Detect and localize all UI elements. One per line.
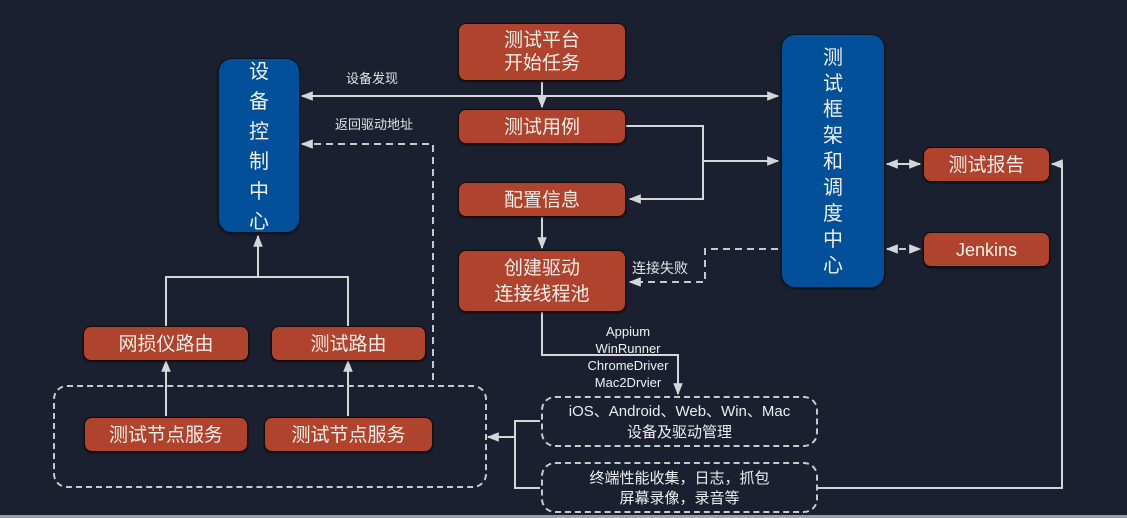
box-line: 屏幕录像，录音等	[619, 488, 740, 507]
driver-list-label: Appium WinRunner ChromeDriver Mac2Drvier	[568, 323, 688, 391]
node-line: 测试平台	[503, 29, 580, 51]
fsc-char: 和	[823, 149, 843, 173]
dcc-char: 备	[249, 88, 269, 113]
test-node-service-2[interactable]: 测试节点服务	[264, 417, 433, 452]
box-line: 设备及驱动管理	[626, 422, 732, 441]
connection-failed-label: 连接失败	[632, 261, 688, 277]
driver-winrunner: WinRunner	[595, 341, 661, 356]
test-router-node[interactable]: 测试路由	[271, 326, 426, 361]
node-label: 测试用例	[503, 115, 580, 138]
fsc-char: 测	[823, 45, 843, 69]
node-label: 测试报告	[948, 153, 1025, 176]
dcc-char: 制	[249, 148, 269, 173]
return-driver-address-label: 返回驱动地址	[335, 118, 414, 133]
fsc-char: 试	[823, 71, 843, 95]
node-label: 测试节点服务	[108, 423, 223, 446]
dcc-char: 心	[249, 208, 269, 233]
test-report-node[interactable]: 测试报告	[923, 147, 1050, 182]
framework-scheduler-center[interactable]: 测 试 框 架 和 调 度 中 心	[781, 34, 885, 288]
driver-chromedriver: ChromeDriver	[587, 358, 669, 373]
fsc-char: 中	[823, 227, 843, 251]
router-bracket-line	[165, 276, 349, 326]
node-line: 连接线程池	[494, 283, 590, 305]
fsc-char: 度	[823, 201, 843, 225]
node-label: 测试节点服务	[291, 423, 406, 446]
config-info-node[interactable]: 配置信息	[458, 182, 626, 217]
node-service-group	[53, 385, 487, 488]
test-case-node[interactable]: 测试用例	[458, 109, 626, 144]
netloss-router-node[interactable]: 网损仪路由	[83, 326, 249, 361]
fsc-char: 架	[823, 123, 843, 147]
node-label: 测试路由	[310, 332, 387, 355]
return-driver-address-line	[300, 139, 434, 385]
perf-to-report-arrow	[818, 159, 1063, 489]
driver-mac2driver: Mac2Drvier	[594, 375, 662, 390]
node-label: Jenkins	[955, 239, 1018, 260]
node-line: 开始任务	[503, 52, 580, 74]
driver-appium: Appium	[605, 324, 651, 339]
fsc-char: 调	[823, 175, 843, 199]
perf-collection-box[interactable]: 终端性能收集，日志，抓包 屏幕录像，录音等	[541, 462, 818, 513]
box-line: 终端性能收集，日志，抓包	[589, 468, 770, 487]
bottom-border	[0, 515, 1127, 518]
dcc-char: 设	[249, 58, 269, 83]
driver-to-device-mgmt-arrow	[541, 312, 683, 396]
dcc-char: 控	[249, 118, 269, 143]
device-control-center[interactable]: 设 备 控 制 中 心	[218, 58, 300, 233]
test-node-service-1[interactable]: 测试节点服务	[84, 417, 248, 452]
node-line: 创建驱动	[503, 257, 580, 279]
testcase-to-framework-line	[626, 125, 704, 161]
fsc-char: 框	[823, 97, 843, 121]
device-driver-mgmt-box[interactable]: iOS、Android、Web、Win、Mac 设备及驱动管理	[541, 396, 818, 447]
framework-to-config-arrow	[628, 161, 704, 204]
box-line: iOS、Android、Web、Win、Mac	[568, 402, 791, 420]
platform-start-node[interactable]: 测试平台 开始任务	[458, 23, 626, 81]
node-label: 配置信息	[503, 188, 580, 211]
node-label: 网损仪路由	[118, 332, 214, 355]
dcc-char: 中	[249, 178, 269, 203]
create-driver-node[interactable]: 创建驱动 连接线程池	[458, 250, 626, 312]
fsc-char: 心	[823, 253, 843, 277]
mgmt-perf-bracket	[514, 420, 540, 489]
device-discovery-label: 设备发现	[346, 72, 399, 87]
jenkins-node[interactable]: Jenkins	[923, 232, 1050, 267]
connection-failed-line	[628, 248, 778, 287]
